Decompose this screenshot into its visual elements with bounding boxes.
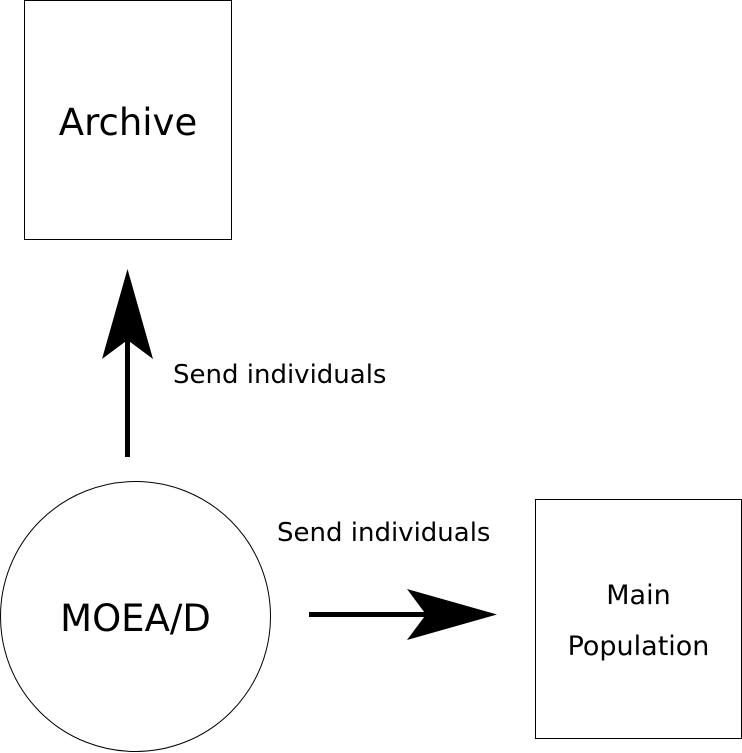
main-population-label: Main Population: [568, 570, 710, 672]
moead-label: MOEA/D: [60, 597, 211, 640]
main-population-label-line1: Main: [606, 580, 671, 611]
main-population-label-line2: Population: [567, 631, 710, 662]
arrow-to-main-population: [309, 589, 497, 640]
archive-box: Archive: [24, 0, 232, 240]
main-population-box: Main Population: [535, 499, 742, 739]
edge-label-to-main-population: Send individuals: [277, 518, 491, 548]
arrow-to-main-population-head: [407, 589, 497, 640]
arrow-to-archive: [102, 269, 153, 457]
moead-circle: MOEA/D: [0, 481, 271, 752]
arrow-to-archive-head: [102, 269, 153, 359]
archive-label: Archive: [58, 100, 198, 144]
edge-label-to-archive: Send individuals: [173, 360, 387, 390]
